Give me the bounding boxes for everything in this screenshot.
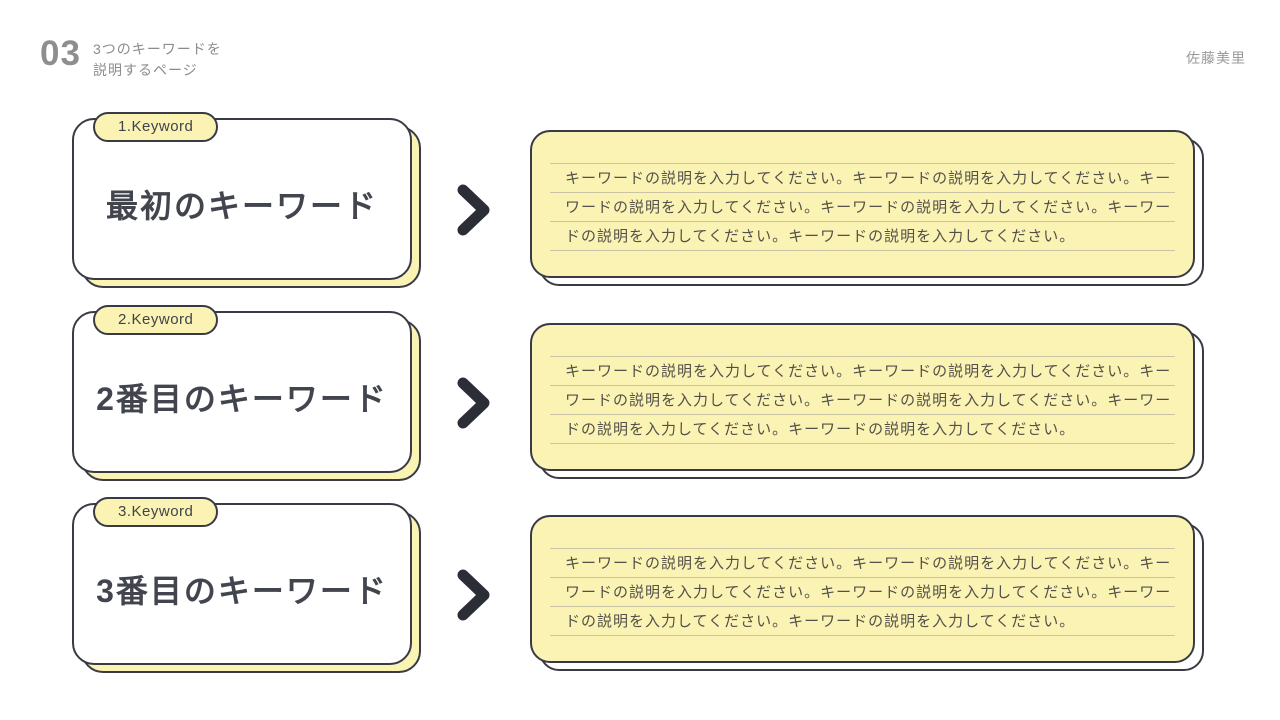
page-subtitle: 3つのキーワードを 説明するページ [93,39,222,81]
description-line: ワードの説明を入力してください。キーワードの説明を入力してください。キーワー [550,578,1175,607]
chevron-right-icon [451,566,495,624]
keyword-card-2: 2番目のキーワード [72,311,412,473]
author-name: 佐藤美里 [1186,50,1246,66]
description-lines: キーワードの説明を入力してください。キーワードの説明を入力してください。キー ワ… [550,548,1175,636]
description-line: ドの説明を入力してください。キーワードの説明を入力してください。 [550,415,1175,444]
description-line: ワードの説明を入力してください。キーワードの説明を入力してください。キーワー [550,193,1175,222]
keyword-card-1: 最初のキーワード [72,118,412,280]
description-line: ワードの説明を入力してください。キーワードの説明を入力してください。キーワー [550,386,1175,415]
keyword-card-3: 3番目のキーワード [72,503,412,665]
description-lines: キーワードの説明を入力してください。キーワードの説明を入力してください。キー ワ… [550,163,1175,251]
keyword-row-3: 3番目のキーワード 3.Keyword キーワードの説明を入力してください。キー… [72,497,1212,673]
description-line: キーワードの説明を入力してください。キーワードの説明を入力してください。キー [550,164,1175,193]
page-subtitle-line2: 説明するページ [93,62,198,78]
description-line: キーワードの説明を入力してください。キーワードの説明を入力してください。キー [550,357,1175,386]
keyword-tab-2: 2.Keyword [93,305,219,335]
description-line: キーワードの説明を入力してください。キーワードの説明を入力してください。キー [550,549,1175,578]
description-box-3: キーワードの説明を入力してください。キーワードの説明を入力してください。キー ワ… [530,515,1195,663]
description-lines: キーワードの説明を入力してください。キーワードの説明を入力してください。キー ワ… [550,356,1175,444]
keyword-row-2: 2番目のキーワード 2.Keyword キーワードの説明を入力してください。キー… [72,305,1212,481]
page-subtitle-line1: 3つのキーワードを [93,41,222,57]
keyword-row-1: 最初のキーワード 1.Keyword キーワードの説明を入力してください。キーワ… [72,112,1212,288]
keyword-title: 3番目のキーワード [96,573,388,609]
keyword-title: 2番目のキーワード [96,381,388,417]
page-number: 03 [40,34,81,73]
keyword-tab-1: 1.Keyword [93,112,219,142]
chevron-right-icon [451,181,495,239]
description-line: ドの説明を入力してください。キーワードの説明を入力してください。 [550,222,1175,251]
keyword-tab-3: 3.Keyword [93,497,219,527]
description-line: ドの説明を入力してください。キーワードの説明を入力してください。 [550,607,1175,636]
description-box-1: キーワードの説明を入力してください。キーワードの説明を入力してください。キー ワ… [530,130,1195,278]
chevron-right-icon [451,374,495,432]
description-box-2: キーワードの説明を入力してください。キーワードの説明を入力してください。キー ワ… [530,323,1195,471]
keyword-title: 最初のキーワード [105,188,378,224]
